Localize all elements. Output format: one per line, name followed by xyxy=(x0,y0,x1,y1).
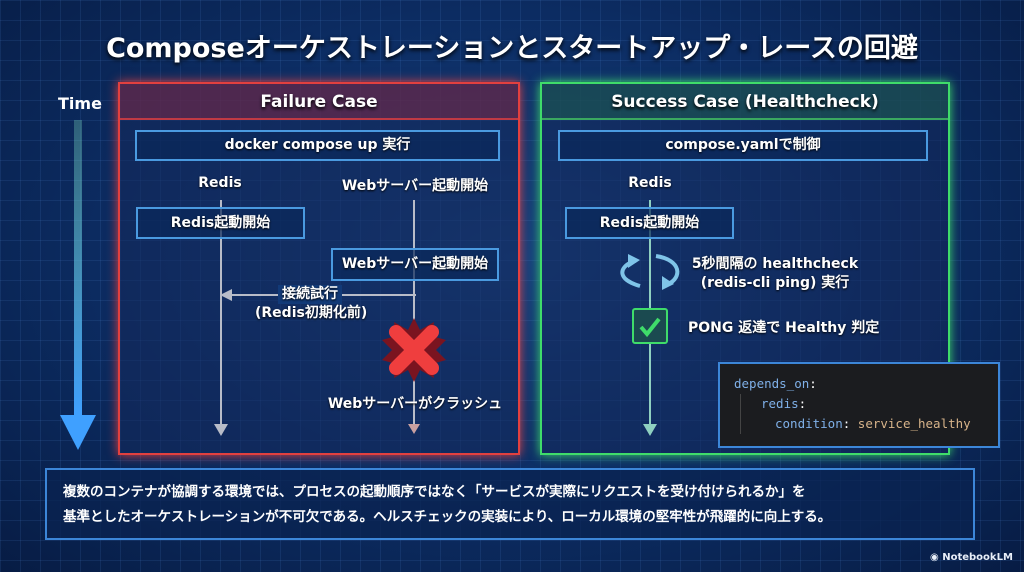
connect-line2: (Redis初期化前) xyxy=(255,305,368,321)
depends-on-code-block: depends_on: redis: condition: service_he… xyxy=(718,362,1000,448)
connect-attempt-text: 接続試行 (Redis初期化前) xyxy=(255,285,368,323)
brand-text: NotebookLM xyxy=(942,552,1013,563)
arrow-down-icon xyxy=(408,424,420,434)
healthcheck-text: 5秒間隔の healthcheck (redis-cli ping) 実行 xyxy=(680,255,870,293)
crash-x-icon xyxy=(382,318,446,382)
success-redis-label: Redis xyxy=(628,175,672,191)
hc-line2: (redis-cli ping) 実行 xyxy=(700,275,850,291)
success-redis-start-box: Redis起動開始 xyxy=(565,207,734,239)
slide-title: Composeオーケストレーションとスタートアップ・レースの回避 xyxy=(106,33,918,64)
refresh-cycle-icon xyxy=(620,254,680,290)
arrow-down-icon xyxy=(643,424,657,436)
summary-line2: 基準としたオーケストレーションが不可欠である。ヘルスチェックの実装により、ローカ… xyxy=(63,509,832,525)
code-key: depends_on xyxy=(734,376,810,391)
crash-text: Webサーバーがクラッシュ xyxy=(327,396,503,412)
redis-timeline xyxy=(220,200,222,428)
failure-web-start-box: Webサーバー起動開始 xyxy=(331,248,499,281)
summary-box: 複数のコンテナが協調する環境では、プロセスの起動順序ではなく「サービスが実際にリ… xyxy=(45,468,975,540)
failure-redis-label: Redis xyxy=(198,175,242,191)
brand-logo-icon: ◉ xyxy=(930,552,943,563)
time-label: Time xyxy=(58,94,102,113)
code-key: condition xyxy=(775,416,843,431)
time-arrow-icon xyxy=(60,120,96,450)
success-command-box: compose.yamlで制御 xyxy=(558,130,928,161)
web-timeline xyxy=(413,200,415,428)
hc-line1: 5秒間隔の healthcheck xyxy=(691,256,859,272)
connect-line1: 接続試行 xyxy=(278,285,342,304)
notebooklm-brand: ◉ NotebookLM xyxy=(930,552,1013,563)
success-header: Success Case (Healthcheck) xyxy=(542,84,948,120)
code-value: service_healthy xyxy=(857,416,971,431)
failure-header: Failure Case xyxy=(120,84,518,120)
arrow-down-icon xyxy=(214,424,228,436)
failure-redis-start-box: Redis起動開始 xyxy=(136,207,305,239)
summary-line1: 複数のコンテナが協調する環境では、プロセスの起動順序ではなく「サービスが実際にリ… xyxy=(63,484,806,500)
failure-command-box: docker compose up 実行 xyxy=(135,130,500,161)
code-key: redis xyxy=(761,396,799,411)
check-icon xyxy=(632,308,668,344)
failure-web-label: Webサーバー起動開始 xyxy=(341,178,489,194)
pong-text: PONG 返達で Healthy 判定 xyxy=(688,320,880,336)
